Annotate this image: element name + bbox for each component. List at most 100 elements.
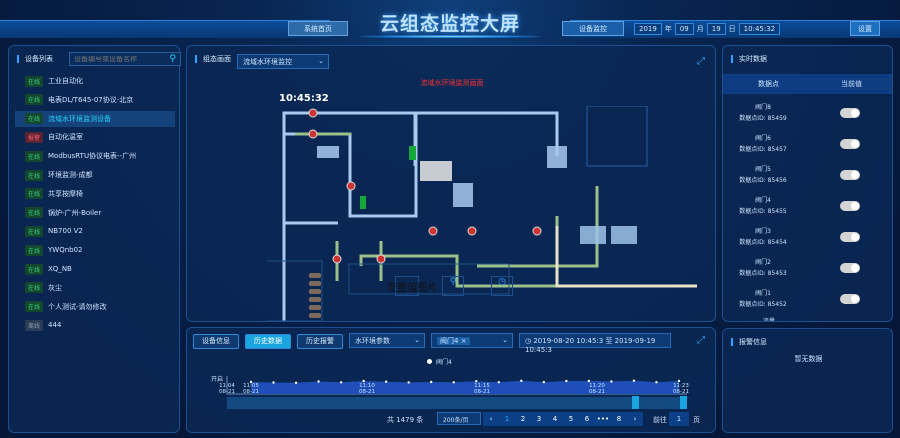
scada-diagram xyxy=(267,106,697,321)
x-tick-date: 08-21 xyxy=(219,389,235,395)
search-icon[interactable]: ⚲ xyxy=(169,54,176,64)
value-toggle[interactable] xyxy=(840,294,860,304)
alarm-empty: 暂无数据 xyxy=(794,355,823,363)
data-point xyxy=(272,381,275,384)
slider-handle-left[interactable] xyxy=(631,396,639,409)
goto-input[interactable]: 1 xyxy=(669,412,689,426)
param-select[interactable]: 水环境参数⌄ xyxy=(349,333,425,348)
tab-history-alarm[interactable]: 历史报警 xyxy=(297,334,343,349)
search-input[interactable] xyxy=(74,56,164,63)
page-button[interactable]: ••• xyxy=(596,415,610,423)
month-value: 09 xyxy=(674,23,694,35)
status-badge: 在线 xyxy=(25,150,44,162)
next-page-button[interactable]: › xyxy=(633,415,637,423)
x-tick-date: 08-21 xyxy=(673,389,689,395)
value-toggle[interactable] xyxy=(840,108,860,118)
status-badge: 报警 xyxy=(25,131,44,143)
device-list-item[interactable]: 在线灰尘 xyxy=(15,280,175,296)
page-button[interactable]: 8 xyxy=(616,415,622,423)
nav-home-button[interactable]: 系统首页 xyxy=(288,21,348,36)
value-toggle[interactable] xyxy=(840,170,860,180)
data-point xyxy=(362,379,365,383)
status-badge: 在线 xyxy=(25,225,44,237)
page-button[interactable]: 2 xyxy=(520,415,526,423)
device-list-panel: 设备列表 ⚲ 在线工业自动化在线电表DL/T645-07协议-北京在线流域水环境… xyxy=(8,45,181,433)
header-bar-left xyxy=(0,20,330,38)
data-point xyxy=(384,380,388,383)
point-tag[interactable]: 阀门4 × xyxy=(437,337,470,345)
page-button[interactable]: 1 xyxy=(504,415,510,423)
point-id: 数据点ID: 85459 xyxy=(739,115,787,122)
link-icon[interactable]: ⚲ xyxy=(442,276,464,296)
device-list-item[interactable]: 在线环境监测-成都 xyxy=(15,167,175,183)
point-id: 数据点ID: 85452 xyxy=(739,301,787,308)
device-name: 环境监测-成都 xyxy=(48,171,93,179)
page-button[interactable]: 4 xyxy=(552,415,558,423)
nav-monitor-button[interactable]: 设备监控 xyxy=(562,21,624,36)
col-value: 当前值 xyxy=(841,80,862,88)
point-select[interactable]: 阀门4 ×⌄ xyxy=(431,333,513,348)
view-select[interactable]: 流域水环境监控⌄ xyxy=(237,54,329,69)
data-point xyxy=(294,381,298,384)
settings-button[interactable]: 设置 xyxy=(850,21,880,36)
clock-icon[interactable]: ◷ xyxy=(491,276,513,296)
page-button[interactable]: 6 xyxy=(584,415,590,423)
device-list-item[interactable]: 在线锅炉-广州-Boiler xyxy=(15,205,175,221)
device-list-item[interactable]: 在线个人测试-请勿修改 xyxy=(15,299,175,315)
data-point xyxy=(655,381,658,384)
x-tick-date: 08-21 xyxy=(359,389,375,395)
device-list-item[interactable]: 报警自动化温室 xyxy=(15,129,175,145)
device-list-item[interactable]: 在线 NB700 V2 xyxy=(15,223,175,239)
device-list-item[interactable]: 在线流域水环境监测设备 xyxy=(15,110,175,127)
value-toggle[interactable] xyxy=(840,263,860,273)
data-point xyxy=(565,379,568,383)
point-id: 数据点ID: 85457 xyxy=(739,146,787,153)
device-list-item[interactable]: 在线电表DL/T645-07协议-北京 xyxy=(15,92,175,108)
date-range-picker[interactable]: ◷ 2019-08-20 10:45:3 至 2019-09-19 10:45:… xyxy=(519,333,671,354)
device-name: NB700 V2 xyxy=(48,227,83,236)
scada-panel: 组态画面 流域水环境监控⌄ ⤢ 流域水环境监测画面 10:45:32 xyxy=(186,45,716,322)
device-name: 自动化温室 xyxy=(48,133,84,142)
goto-unit: 页 xyxy=(693,416,700,424)
status-badge: 在线 xyxy=(25,301,44,313)
point-tag-label: 阀门4 xyxy=(440,337,459,345)
data-point xyxy=(339,381,343,384)
page-size-select[interactable]: 200条/页 xyxy=(437,412,481,425)
fullscreen-icon[interactable]: ⤢ xyxy=(697,56,705,67)
alarm-panel: 报警信息 暂无数据 xyxy=(722,328,893,433)
device-list-item[interactable]: 在线工业自动化 xyxy=(15,73,175,89)
fullscreen-icon[interactable]: ⤢ xyxy=(697,335,705,346)
page-button[interactable]: 5 xyxy=(568,415,574,423)
series-area xyxy=(251,380,679,394)
param-select-value: 水环境参数 xyxy=(355,337,390,345)
page-button[interactable]: 3 xyxy=(536,415,542,423)
device-search[interactable]: ⚲ xyxy=(69,52,181,66)
tab-device-info[interactable]: 设备信息 xyxy=(193,334,239,349)
value-toggle[interactable] xyxy=(840,232,860,242)
data-point xyxy=(542,380,546,384)
page-title: 云组态监控大屏 xyxy=(379,13,520,35)
slider-handle-right[interactable] xyxy=(680,396,687,409)
header-glow xyxy=(360,35,540,38)
value-toggle[interactable] xyxy=(840,139,860,149)
zoom-slider[interactable] xyxy=(227,396,687,409)
tab-history-data[interactable]: 历史数据 xyxy=(245,334,291,349)
value-toggle[interactable] xyxy=(840,201,860,211)
chart-legend: 阀门4 xyxy=(427,357,452,366)
month-unit: 月 xyxy=(696,25,704,33)
device-list-item[interactable]: 在线共享按摩椅 xyxy=(15,186,175,202)
device-name: 灰尘 xyxy=(48,283,63,292)
prev-page-button[interactable]: ‹ xyxy=(489,415,493,423)
data-point xyxy=(632,379,636,382)
